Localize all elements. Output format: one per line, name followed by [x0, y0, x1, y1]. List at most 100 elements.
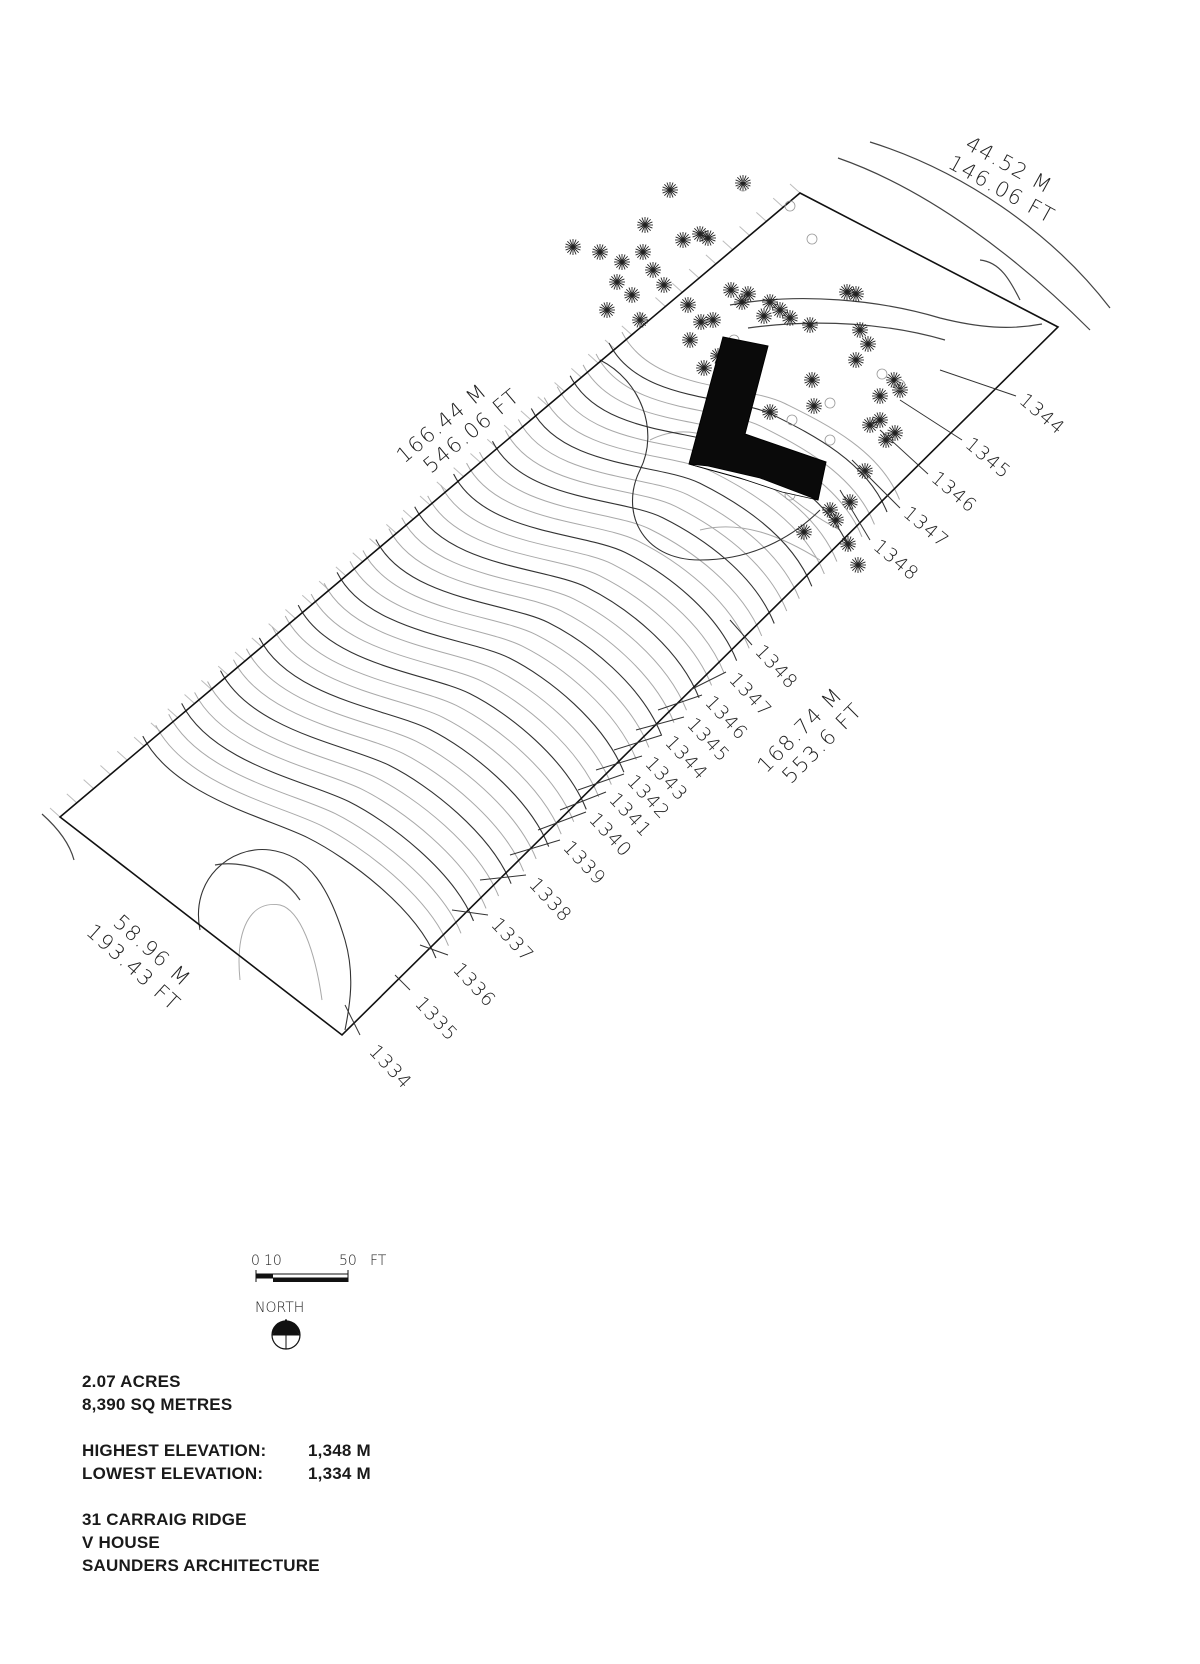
tree-spoke: [592, 248, 608, 256]
hatch-tick: [184, 694, 195, 704]
hatch-tick: [655, 297, 666, 307]
tree-spoke: [692, 230, 708, 238]
tree-spoke: [852, 326, 868, 334]
road-lines: [41, 141, 1111, 901]
minor-contour: [245, 648, 537, 860]
tree-icon: [635, 244, 651, 260]
tree-icon: [840, 536, 856, 552]
area-acres: 2.07 ACRES: [82, 1372, 181, 1391]
tree-icon: [822, 502, 838, 518]
shrub-icon: [737, 180, 749, 192]
hatch-tick: [268, 623, 279, 634]
tree-spoke: [822, 506, 838, 514]
hatch-tick: [688, 268, 700, 279]
contour-label: 1347: [899, 502, 953, 553]
tree-spoke: [614, 258, 630, 266]
tree-icon: [740, 286, 756, 302]
shrub-icon: [784, 200, 796, 212]
shrub-icon: [824, 397, 836, 409]
scale-tick-10: 10: [264, 1253, 282, 1269]
tree-spoke: [762, 408, 778, 416]
minor-contour: [207, 681, 500, 897]
scale-tick-0: 0: [251, 1253, 260, 1269]
scale-tick-50: 50: [339, 1253, 357, 1269]
hatch-tick: [201, 679, 212, 690]
leader-line: [509, 839, 561, 856]
minor-contour: [233, 659, 525, 872]
tree-spoke: [878, 436, 894, 444]
lowest-elevation-row: LOWEST ELEVATION: 1,334 M: [82, 1462, 371, 1485]
tree-spoke: [872, 416, 888, 424]
shrub-icon: [824, 434, 836, 446]
tree-spoke: [840, 540, 856, 548]
shrub-icon: [894, 379, 906, 391]
minor-contour: [466, 462, 750, 649]
major-contour: [142, 735, 437, 959]
leader-line: [657, 694, 703, 711]
tree-spoke: [828, 516, 844, 524]
leader-line: [635, 716, 685, 731]
tree-spoke: [632, 316, 648, 324]
tree-icon: [756, 308, 772, 324]
highest-elevation-label: HIGHEST ELEVATION:: [82, 1441, 267, 1460]
hatch-tick: [116, 750, 128, 761]
tree-spoke: [862, 421, 878, 429]
minor-contour: [595, 353, 875, 525]
leader-line: [939, 369, 1017, 397]
tree-icon: [680, 297, 696, 313]
tree-spoke: [656, 281, 672, 289]
tree-spoke: [734, 298, 750, 306]
minor-contour: [238, 903, 323, 1001]
major-contour: [220, 670, 512, 884]
contour-label: 1339: [558, 836, 610, 889]
tree-icon: [804, 372, 820, 388]
tree-icon: [592, 244, 608, 260]
shrub-icon: [806, 233, 818, 245]
tree-icon: [656, 277, 672, 293]
tree-spoke: [802, 321, 818, 329]
hatch-tick: [621, 325, 633, 336]
tree-spoke: [680, 301, 696, 309]
minor-contour: [401, 517, 687, 711]
minor-contour: [168, 714, 462, 934]
contour-leader-lines: [344, 369, 1017, 1036]
leader-line: [344, 1004, 361, 1036]
hatch-tick: [587, 353, 599, 364]
leader-line: [879, 429, 929, 475]
tree-spoke: [609, 278, 625, 286]
major-contour: [599, 359, 821, 561]
minor-contour: [155, 724, 449, 946]
minor-contour: [699, 526, 821, 561]
lowest-elevation-label: LOWEST ELEVATION:: [82, 1464, 264, 1483]
tree-spoke: [848, 356, 864, 364]
dimension-labels: 44.52 M 146.06 FT 166.44 M 546.06 FT 168…: [82, 131, 1060, 1016]
tree-icon: [887, 425, 903, 441]
leader-line: [899, 399, 963, 441]
tree-icon: [645, 262, 661, 278]
tree-spoke: [599, 306, 615, 314]
shrub-icon: [876, 368, 888, 380]
hatch-tick: [150, 722, 162, 733]
hatch-tick: [133, 736, 145, 747]
major-contour: [181, 703, 475, 922]
tree-icon: [850, 557, 866, 573]
tree-spoke: [872, 392, 888, 400]
contour-labels-left: 1334 1335 1336 1337 1338 1339 1340 1341 …: [364, 640, 802, 1093]
tree-spoke: [772, 306, 788, 314]
tree-spoke: [887, 429, 903, 437]
tree-spoke: [565, 243, 581, 251]
hatch-tick: [66, 793, 78, 804]
hatch-tick: [49, 807, 61, 818]
tree-icon: [675, 232, 691, 248]
leader-line: [613, 734, 663, 751]
hatch-tick: [251, 637, 263, 648]
leader-line: [577, 773, 625, 791]
contour-label: 1344: [1015, 389, 1069, 440]
tree-icon: [862, 417, 878, 433]
tree-icon: [848, 352, 864, 368]
minor-contour: [479, 451, 763, 637]
contour-labels-right: 1344 1345 1346 1347 1348: [869, 389, 1069, 586]
minor-contour: [388, 528, 675, 723]
hatch-tick: [537, 396, 549, 407]
tree-spoke: [782, 314, 798, 322]
